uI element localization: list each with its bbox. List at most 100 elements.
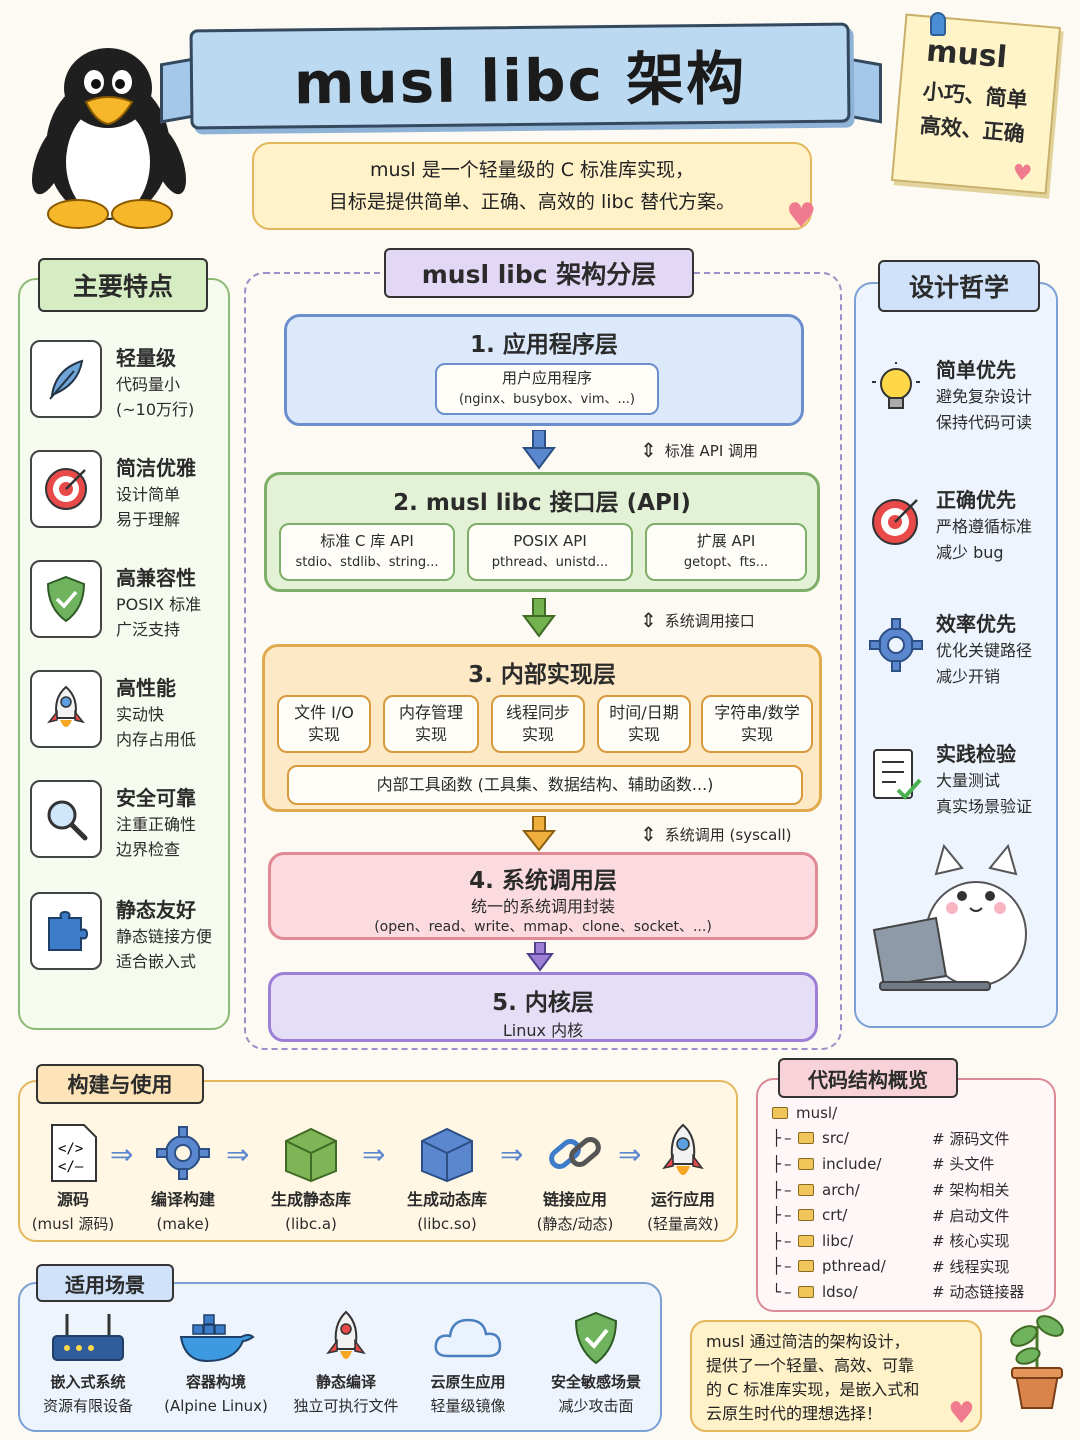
feature-desc-line-1: POSIX 标准 (116, 595, 202, 614)
tree-comment: # 架构相关 (932, 1181, 1010, 1200)
tree-row: ├–include/# 头文件 (772, 1154, 995, 1174)
tree-root: musl/ (772, 1100, 1048, 1126)
code-structure-tag: 代码结构概览 (778, 1058, 958, 1098)
scenario-static: 静态编译 独立可执行文件 (280, 1306, 412, 1418)
feature-desc-line-1: 设计简单 (116, 485, 181, 504)
build-panel (18, 1080, 738, 1242)
lightbulb-icon (866, 358, 926, 424)
magnifier-icon (30, 780, 102, 858)
arrow-label-text: 标准 API 调用 (664, 441, 759, 460)
scenario-container: 容器构境 (Alpine Linux) (150, 1306, 282, 1418)
cloud-icon (402, 1306, 534, 1370)
philosophy-item-correct: 正确优先 严格遵循标准 减少 bug (864, 484, 1056, 576)
features-tag: 主要特点 (38, 258, 208, 312)
feature-item-static: 静态友好 静态链接方便 适合嵌入式 (30, 892, 230, 982)
tree-comment: # 启动文件 (932, 1206, 1010, 1225)
api-box-title: 扩展 API (696, 532, 756, 550)
code-tree: musl/ ├–src/# 源码文件 ├–include/# 头文件 ├–arc… (772, 1100, 1048, 1305)
tree-dir: libc/ (822, 1231, 854, 1250)
scenario-cloud: 云原生应用 轻量级镜像 (402, 1306, 534, 1418)
gear-icon (866, 612, 926, 678)
title-banner: musl libc 架构 (189, 22, 851, 130)
arrow-down-icon (521, 815, 557, 856)
arrow-down-icon (522, 597, 556, 642)
feature-title: 高性能 (116, 676, 176, 700)
folder-icon (798, 1183, 814, 1196)
impl-box-title: 文件 I/O (294, 703, 354, 722)
layer-application: 1. 应用程序层 用户应用程序 (nginx、busybox、vim、...) (284, 314, 804, 426)
impl-box-sub: 实现 (307, 725, 340, 744)
scenario-label: 云原生应用 (430, 1373, 506, 1391)
api-box-desc: pthread、unistd... (491, 555, 609, 570)
folder-icon (798, 1285, 814, 1298)
arrow-label-text: 系统调用接口 (664, 611, 755, 630)
build-step-label: 链接应用 (542, 1190, 607, 1209)
potted-plant-icon (1004, 1296, 1070, 1416)
impl-box-title: 线程同步 (505, 703, 570, 722)
scenarios-panel (18, 1282, 662, 1432)
feature-desc-line-1: 实动快 (116, 705, 165, 724)
build-step-label: 编译构建 (150, 1190, 215, 1209)
conclusion-line-4: 云原生时代的理想选择！ (706, 1404, 883, 1423)
scenarios-tag-label: 适用场景 (65, 1272, 145, 1297)
build-step-sub: (libc.a) (285, 1215, 337, 1233)
folder-icon (798, 1260, 814, 1273)
api-box-desc: getopt、fts... (683, 555, 769, 570)
double-arrow-icon: ⇕ (640, 438, 657, 462)
shield-icon (530, 1306, 662, 1370)
svg-text:</>: </> (58, 1141, 83, 1157)
internal-tools-box: 内部工具函数 (工具集、数据结构、辅助函数...) (287, 765, 803, 805)
build-tag-label: 构建与使用 (67, 1073, 173, 1097)
layer-title: 4. 系统调用层 (469, 868, 617, 894)
layer-syscall: 4. 系统调用层 统一的系统调用封装 (open、read、write、mmap… (268, 852, 818, 940)
scenario-label: 安全敏感场景 (550, 1373, 641, 1391)
layer-api: 2. musl libc 接口层 (API) 标准 C 库 API stdio、… (264, 472, 820, 592)
router-icon (22, 1306, 154, 1370)
feature-desc: POSIX 标准 广泛支持 (116, 592, 201, 642)
scenario-label: 容器构境 (185, 1373, 246, 1391)
target-icon (30, 450, 102, 528)
feature-title: 安全可靠 (116, 786, 196, 810)
arrow-label-text: 系统调用 (syscall) (664, 825, 792, 844)
api-box-posix: POSIX API pthread、unistd... (467, 523, 633, 581)
page-title: musl libc 架构 (293, 44, 747, 118)
api-box-desc: stdio、stdlib、string... (295, 555, 439, 570)
rocket-icon (30, 670, 102, 748)
arrow-right-icon: ⇒ (618, 1138, 642, 1171)
checklist-icon (866, 742, 926, 808)
scenario-label: 静态编译 (315, 1373, 376, 1391)
api-box-title: 标准 C 库 API (320, 532, 414, 550)
heart-icon: ♥ (948, 1396, 975, 1431)
intro-box: musl 是一个轻量级的 C 标准库实现， 目标是提供简单、正确、高效的 lib… (252, 142, 812, 230)
feature-desc-line-2: 易于理解 (116, 510, 181, 529)
tree-dir: src/ (822, 1129, 849, 1148)
build-step-sub: (libc.so) (417, 1215, 477, 1233)
build-step-sub: (轻量高效) (647, 1215, 719, 1233)
feature-desc: 实动快 内存占用低 (116, 702, 196, 752)
philosophy-desc-line-2: 减少 bug (936, 543, 1004, 562)
philosophy-title: 简单优先 (936, 358, 1016, 382)
feature-desc-line-2: 边界检查 (116, 840, 181, 859)
code-file-icon: </></— (18, 1118, 128, 1188)
scenario-sub: 资源有限设备 (42, 1397, 133, 1415)
code-structure-tag-label: 代码结构概览 (808, 1067, 928, 1092)
feature-title: 轻量级 (116, 346, 176, 370)
sticky-note-title: musl (924, 33, 1009, 76)
philosophy-tag-label: 设计哲学 (908, 273, 1009, 302)
feature-desc: 设计简单 易于理解 (116, 482, 180, 532)
internal-tools-label: 内部工具函数 (工具集、数据结构、辅助函数...) (376, 775, 714, 794)
tree-row: ├–crt/# 启动文件 (772, 1206, 1010, 1225)
feature-desc-line-2: 广泛支持 (116, 620, 181, 639)
intro-line-1: musl 是一个轻量级的 C 标准库实现， (369, 159, 695, 181)
philosophy-desc: 严格遵循标准 减少 bug (936, 514, 1032, 566)
scenarios-tag: 适用场景 (36, 1264, 174, 1302)
layer-title: 1. 应用程序层 (470, 332, 618, 358)
conclusion-note: musl 通过简洁的架构设计， 提供了一个轻量、高效、可靠 的 C 标准库实现，… (690, 1320, 982, 1432)
conclusion-line-1: musl 通过简洁的架构设计， (706, 1332, 910, 1351)
heart-icon: ♥ (1011, 160, 1034, 188)
architecture-tag-label: musl libc 架构分层 (421, 260, 657, 289)
build-tag: 构建与使用 (36, 1064, 204, 1104)
feature-desc-line-1: 注重正确性 (116, 815, 197, 834)
scenario-sub: 减少攻击面 (558, 1397, 634, 1415)
intro-line-2: 目标是提供简单、正确、高效的 libc 替代方案。 (328, 191, 736, 213)
